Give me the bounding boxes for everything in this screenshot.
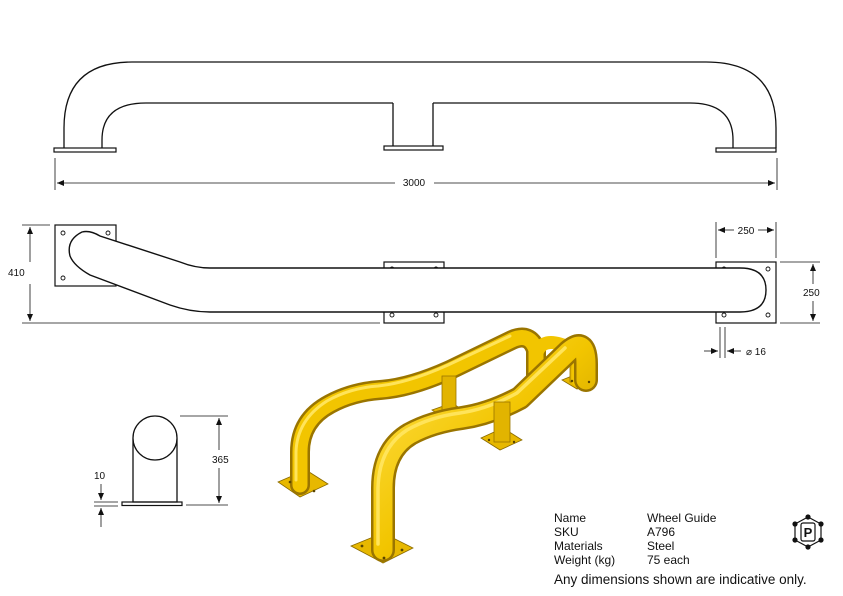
dimension-depth: 410 bbox=[8, 268, 25, 279]
spec-value: Steel bbox=[647, 539, 675, 553]
dimension-height: 365 bbox=[212, 455, 229, 466]
base-plate-left bbox=[53, 147, 117, 153]
spec-key: Name bbox=[554, 511, 587, 525]
plan-view: 410 250 250 ⌀ 16 bbox=[8, 222, 820, 358]
dimension-length: 3000 bbox=[403, 178, 426, 189]
spec-row-materials: Materials Steel bbox=[554, 539, 754, 553]
spec-table: Name Wheel Guide SKU A796 Materials Stee… bbox=[554, 511, 754, 567]
spec-value: Wheel Guide bbox=[647, 511, 717, 525]
dimension-plate-thickness: 10 bbox=[94, 471, 106, 482]
base-plate-right bbox=[715, 147, 777, 153]
spec-row-name: Name Wheel Guide bbox=[554, 511, 754, 525]
spec-row-weight: Weight (kg) 75 each bbox=[554, 553, 754, 567]
spec-value: A796 bbox=[647, 525, 676, 539]
disclaimer-text: Any dimensions shown are indicative only… bbox=[554, 572, 807, 587]
spec-key: Materials bbox=[554, 539, 603, 553]
spec-key: SKU bbox=[554, 525, 579, 539]
wheel-guide-3d-render bbox=[277, 327, 598, 564]
brand-logo-icon: P bbox=[792, 514, 824, 550]
dimension-plate-depth: 250 bbox=[803, 288, 820, 299]
dimension-tube-diameter: ⌀ 16 bbox=[746, 347, 766, 358]
spec-row-sku: SKU A796 bbox=[554, 525, 754, 539]
logo-letter: P bbox=[804, 525, 813, 540]
dimension-plate-width: 250 bbox=[738, 226, 755, 237]
spec-value: 75 each bbox=[647, 553, 690, 567]
spec-key: Weight (kg) bbox=[554, 553, 616, 567]
front-elevation-view: 3000 bbox=[53, 61, 778, 190]
base-plate-centre bbox=[383, 145, 444, 151]
side-elevation-view: 365 10 bbox=[94, 415, 229, 527]
